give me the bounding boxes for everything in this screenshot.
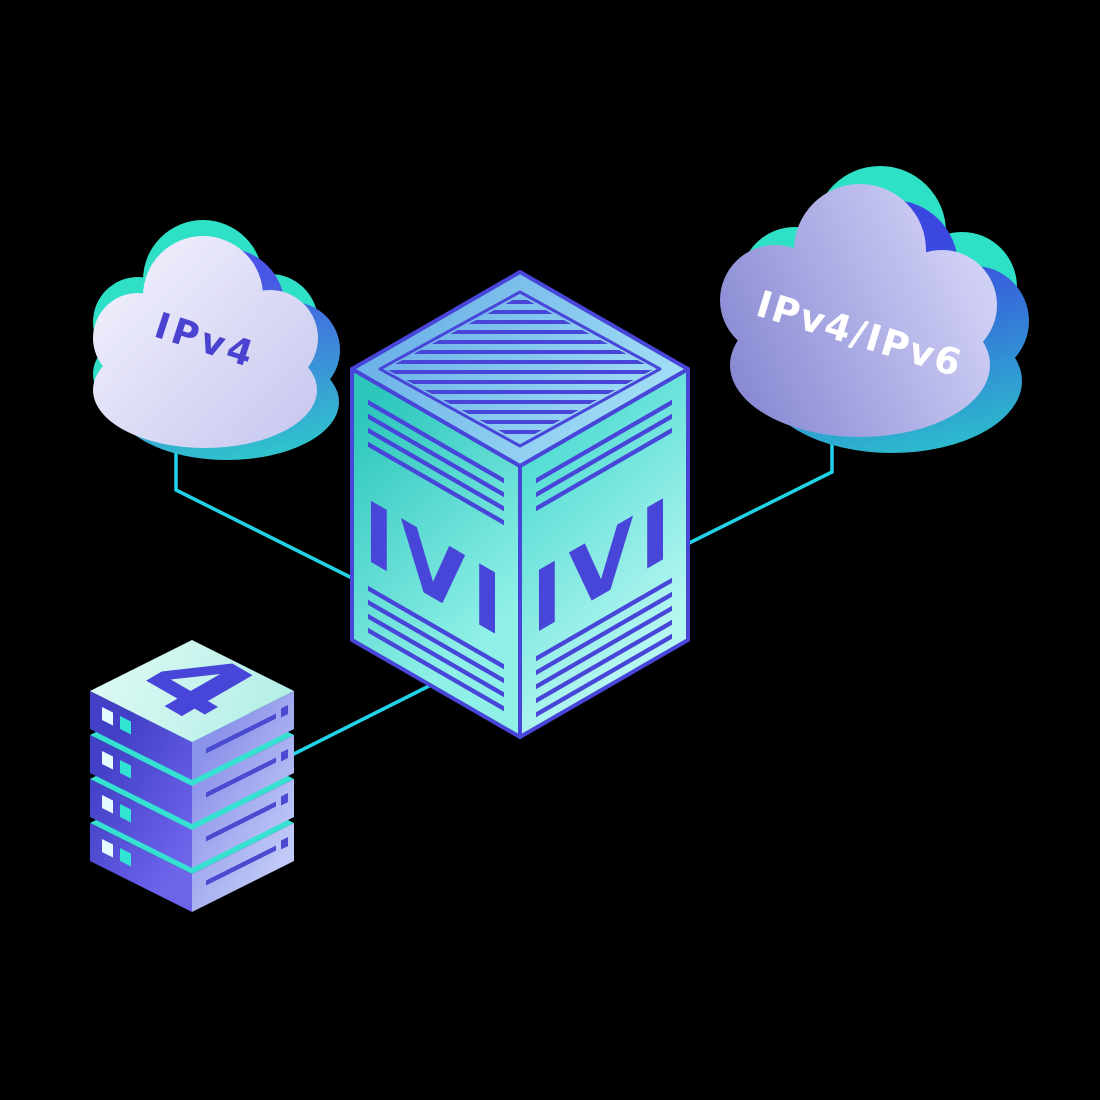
rack-unit-leds bbox=[102, 794, 131, 823]
rack-unit-vent bbox=[206, 837, 288, 886]
box-right-face-bottom-lines bbox=[536, 577, 672, 718]
dual-stack-cloud: IPv4/IPv6 bbox=[720, 166, 1029, 453]
box-left-face-bottom-lines bbox=[368, 585, 504, 712]
rack-unit bbox=[90, 691, 294, 780]
rack-unit bbox=[90, 823, 294, 912]
box-top-face-inner-border bbox=[378, 290, 662, 448]
box-right-face-top-lines bbox=[536, 399, 672, 512]
rack-unit-leds bbox=[102, 750, 131, 779]
rack-unit-vent bbox=[206, 793, 288, 842]
box-top-face bbox=[350, 270, 690, 468]
rack-unit-vent bbox=[206, 749, 288, 798]
rack-unit-leds bbox=[102, 838, 131, 867]
rack-top-face bbox=[90, 640, 294, 742]
rack-unit bbox=[90, 735, 294, 824]
box-left-face-top-lines bbox=[368, 399, 504, 526]
ivi-translator-box: IVI IVI bbox=[350, 270, 690, 739]
rack-unit bbox=[90, 779, 294, 868]
server-rack: 4 bbox=[90, 634, 294, 912]
ipv4-cloud: IPv4 bbox=[93, 220, 340, 460]
rack-unit-vent bbox=[206, 705, 288, 754]
rack-unit-leds bbox=[102, 706, 131, 735]
